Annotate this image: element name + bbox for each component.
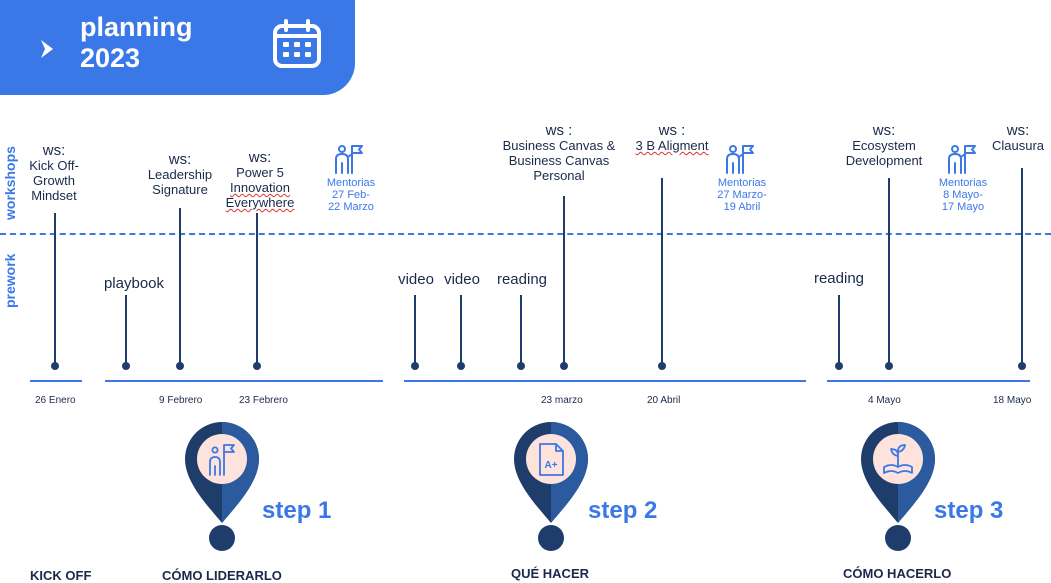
prework-label: reading <box>496 271 548 288</box>
step-2-pin: A+ <box>514 422 588 551</box>
phase-label: QUÉ HACER <box>511 566 590 581</box>
timeline-baseline <box>30 380 82 382</box>
book-plant-icon <box>883 444 913 474</box>
step-3-pin <box>861 422 935 551</box>
timeline-stem <box>520 295 522 365</box>
timeline-stem <box>414 295 416 365</box>
timeline-stem <box>563 196 565 365</box>
timeline-baseline <box>827 380 1030 382</box>
date-label: 26 Enero <box>35 395 76 406</box>
timeline-dot <box>176 362 184 370</box>
step-1-label: step 1 <box>262 497 332 524</box>
timeline-stem <box>1021 168 1023 365</box>
svg-text:A+: A+ <box>544 460 557 471</box>
timeline-dot <box>51 362 59 370</box>
timeline-dot <box>122 362 130 370</box>
timeline-dot <box>885 362 893 370</box>
phase-label-kickoff: KICK OFF <box>30 568 92 583</box>
timeline-dot <box>560 362 568 370</box>
step-1-pin <box>185 422 259 551</box>
header-banner <box>0 0 355 95</box>
date-label: 18 Mayo <box>993 395 1032 406</box>
phase-label: CÓMO HACERLO <box>843 566 952 581</box>
timeline-dot <box>411 362 419 370</box>
timeline-dot <box>1018 362 1026 370</box>
timeline-stem <box>888 178 890 365</box>
date-label: 20 Abril <box>647 395 681 406</box>
timeline-baseline <box>105 380 383 382</box>
workshop-label: ws:Clausura <box>991 122 1045 153</box>
date-label: 4 Mayo <box>868 395 901 406</box>
mentor-flag-icon <box>335 145 363 174</box>
chevron-right-icon <box>41 40 53 58</box>
mentor-flag-icon <box>726 145 754 174</box>
prework-label: video <box>444 271 480 288</box>
timeline-dot <box>517 362 525 370</box>
prework-label: playbook <box>103 275 165 292</box>
prework-label: reading <box>813 270 865 287</box>
step-2-label: step 2 <box>588 497 658 524</box>
date-label: 23 Febrero <box>239 395 288 406</box>
step-3-label: step 3 <box>934 497 1004 524</box>
workshop-label: ws :3 B Aligment <box>635 122 709 153</box>
timeline-stem <box>256 213 258 365</box>
timeline-stem <box>54 213 56 365</box>
timeline-stem <box>460 295 462 365</box>
leader-flag-icon <box>209 444 235 476</box>
timeline-stem <box>125 295 127 365</box>
timeline-baseline <box>404 380 806 382</box>
date-label: 9 Febrero <box>159 395 203 406</box>
row-label-prework: prework <box>2 253 18 308</box>
document-grade-icon <box>539 443 564 476</box>
row-divider <box>0 233 1051 235</box>
timeline-stem <box>179 208 181 365</box>
timeline-stem <box>838 295 840 365</box>
timeline-dot <box>835 362 843 370</box>
timeline-dot <box>658 362 666 370</box>
prework-label: video <box>398 271 434 288</box>
timeline-stem <box>661 178 663 365</box>
calendar-icon <box>273 19 321 68</box>
mentor-flag-icon <box>948 145 976 174</box>
timeline-dot <box>253 362 261 370</box>
page-title: planning 2023 <box>80 12 193 73</box>
phase-label: CÓMO LIDERARLO <box>162 568 282 583</box>
timeline-dot <box>457 362 465 370</box>
date-label: 23 marzo <box>541 395 583 406</box>
